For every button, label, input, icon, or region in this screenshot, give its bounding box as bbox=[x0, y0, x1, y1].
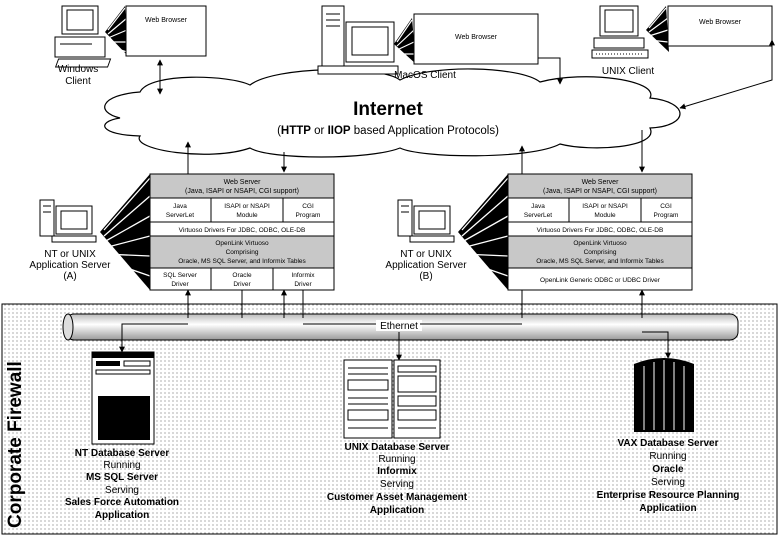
unix-client: UNIX Client Web Browser bbox=[591, 5, 773, 77]
windows-client: Windows Client Web Browser bbox=[54, 5, 207, 87]
svg-text:Module: Module bbox=[594, 212, 616, 219]
svg-text:UNIX Client: UNIX Client bbox=[602, 66, 654, 77]
internet-subtitle: (HTTP or IIOP based Application Protocol… bbox=[277, 125, 499, 137]
svg-text:ServerLet: ServerLet bbox=[524, 212, 552, 219]
svg-text:OpenLink Generic ODBC or UDBC: OpenLink Generic ODBC or UDBC Driver bbox=[540, 277, 661, 284]
computer-icon bbox=[317, 5, 399, 75]
svg-text:Web Browser: Web Browser bbox=[455, 34, 498, 41]
svg-text:Driver: Driver bbox=[233, 281, 251, 288]
svg-text:NT Database Server: NT Database Server bbox=[75, 448, 170, 459]
svg-text:Oracle: Oracle bbox=[652, 464, 684, 475]
web-browser-box bbox=[413, 13, 539, 65]
svg-text:Applicatiion: Applicatiion bbox=[639, 503, 696, 514]
svg-text:Oracle: Oracle bbox=[232, 272, 252, 279]
svg-text:NT or UNIX: NT or UNIX bbox=[44, 249, 96, 260]
svg-text:Web Server: Web Server bbox=[224, 179, 261, 186]
svg-text:ISAPI or NSAPI: ISAPI or NSAPI bbox=[224, 203, 270, 210]
svg-text:CGI: CGI bbox=[660, 203, 672, 210]
svg-text:Running: Running bbox=[103, 460, 140, 471]
computer-icon bbox=[591, 5, 649, 59]
web-browser-box bbox=[667, 5, 773, 47]
svg-text:Virtuoso Drivers For JDBC, ODB: Virtuoso Drivers For JDBC, ODBC, OLE-DB bbox=[179, 227, 306, 234]
svg-text:NT or UNIX: NT or UNIX bbox=[400, 249, 452, 260]
svg-text:Serving: Serving bbox=[380, 479, 414, 490]
server-computer-icon bbox=[39, 199, 97, 243]
server-a-stack: Web Server (Java, ISAPI or NSAPI, CGI su… bbox=[149, 173, 335, 291]
svg-text:Oracle, MS SQL Server, and Inf: Oracle, MS SQL Server, and Informix Tabl… bbox=[536, 258, 664, 265]
svg-text:Web Browser: Web Browser bbox=[145, 17, 188, 24]
svg-text:Program: Program bbox=[654, 212, 679, 219]
svg-text:Application: Application bbox=[370, 505, 424, 516]
svg-text:Serving: Serving bbox=[105, 485, 139, 496]
svg-text:Comprising: Comprising bbox=[226, 249, 259, 256]
svg-text:Module: Module bbox=[236, 212, 258, 219]
server-internet-connections bbox=[185, 130, 645, 174]
svg-text:Running: Running bbox=[378, 454, 415, 465]
svg-text:OpenLink Virtuoso: OpenLink Virtuoso bbox=[573, 240, 627, 247]
svg-text:Customer Asset Management: Customer Asset Management bbox=[327, 492, 468, 503]
ethernet-label: Ethernet bbox=[380, 321, 418, 332]
nt-database-server: NT Database Server Running MS SQL Server… bbox=[65, 351, 179, 521]
svg-text:Virtuoso Drivers For JDBC, ODB: Virtuoso Drivers For JDBC, ODBC, OLE-DB bbox=[537, 227, 664, 234]
svg-text:(Java, ISAPI or NSAPI, CGI sup: (Java, ISAPI or NSAPI, CGI support) bbox=[185, 188, 299, 195]
server-ethernet-connections bbox=[185, 289, 645, 318]
svg-text:Informix: Informix bbox=[291, 272, 315, 279]
vax-database-server: VAX Database Server Running Oracle Servi… bbox=[597, 358, 740, 514]
server-tower-icon bbox=[91, 351, 155, 445]
client-connections bbox=[157, 39, 775, 110]
svg-text:Web Browser: Web Browser bbox=[699, 19, 742, 26]
svg-text:(Java, ISAPI or NSAPI, CGI sup: (Java, ISAPI or NSAPI, CGI support) bbox=[543, 188, 657, 195]
svg-text:Sales Force Automation: Sales Force Automation bbox=[65, 497, 179, 508]
svg-text:Program: Program bbox=[296, 212, 321, 219]
internet-cloud: Internet (HTTP or IIOP based Application… bbox=[104, 68, 681, 158]
firewall-label: Corporate Firewall bbox=[5, 361, 26, 528]
svg-text:Comprising: Comprising bbox=[584, 249, 617, 256]
svg-text:Oracle, MS SQL Server, and Inf: Oracle, MS SQL Server, and Informix Tabl… bbox=[178, 258, 306, 265]
svg-text:Windows: Windows bbox=[58, 64, 99, 75]
app-server-a: NT or UNIX Application Server (A) Web Se… bbox=[29, 173, 335, 291]
db-ethernet-connections bbox=[119, 323, 671, 361]
web-browser-box bbox=[125, 5, 207, 57]
svg-text:OpenLink Virtuoso: OpenLink Virtuoso bbox=[215, 240, 269, 247]
unix-database-server: UNIX Database Server Running Informix Se… bbox=[327, 359, 468, 516]
svg-text:Java: Java bbox=[531, 203, 545, 210]
internet-title: Internet bbox=[353, 99, 423, 120]
svg-text:Enterprise Resource Planning: Enterprise Resource Planning bbox=[597, 490, 740, 501]
svg-text:Driver: Driver bbox=[171, 281, 189, 288]
server-computer-icon bbox=[397, 199, 455, 243]
ethernet-bus: Ethernet bbox=[62, 313, 739, 341]
app-server-b: NT or UNIX Application Server (B) Web Se… bbox=[385, 173, 693, 291]
server-b-stack: Web Server (Java, ISAPI or NSAPI, CGI su… bbox=[507, 173, 693, 291]
svg-text:SQL Server: SQL Server bbox=[163, 272, 198, 279]
svg-text:Java: Java bbox=[173, 203, 187, 210]
server-rack-icon bbox=[343, 359, 441, 439]
svg-text:VAX Database Server: VAX Database Server bbox=[618, 438, 719, 449]
svg-text:Web Server: Web Server bbox=[582, 179, 619, 186]
computer-icon bbox=[54, 5, 112, 68]
svg-text:Running: Running bbox=[649, 451, 686, 462]
svg-text:ISAPI or NSAPI: ISAPI or NSAPI bbox=[582, 203, 628, 210]
svg-text:(A): (A) bbox=[63, 271, 76, 282]
svg-text:(B): (B) bbox=[419, 271, 432, 282]
svg-text:MacOS Client: MacOS Client bbox=[394, 70, 456, 81]
svg-text:UNIX Database Server: UNIX Database Server bbox=[344, 442, 449, 453]
svg-text:Informix: Informix bbox=[377, 466, 417, 477]
svg-text:Driver: Driver bbox=[294, 281, 312, 288]
svg-text:Application Server: Application Server bbox=[385, 260, 467, 271]
svg-text:CGI: CGI bbox=[302, 203, 314, 210]
svg-text:Application: Application bbox=[95, 510, 149, 521]
macos-client: MacOS Client Web Browser bbox=[317, 5, 539, 81]
svg-text:MS SQL Server: MS SQL Server bbox=[86, 472, 158, 483]
mainframe-icon bbox=[634, 358, 694, 432]
svg-text:Application Server: Application Server bbox=[29, 260, 111, 271]
svg-text:Client: Client bbox=[65, 76, 91, 87]
svg-text:Serving: Serving bbox=[651, 477, 685, 488]
svg-text:ServerLet: ServerLet bbox=[166, 212, 194, 219]
